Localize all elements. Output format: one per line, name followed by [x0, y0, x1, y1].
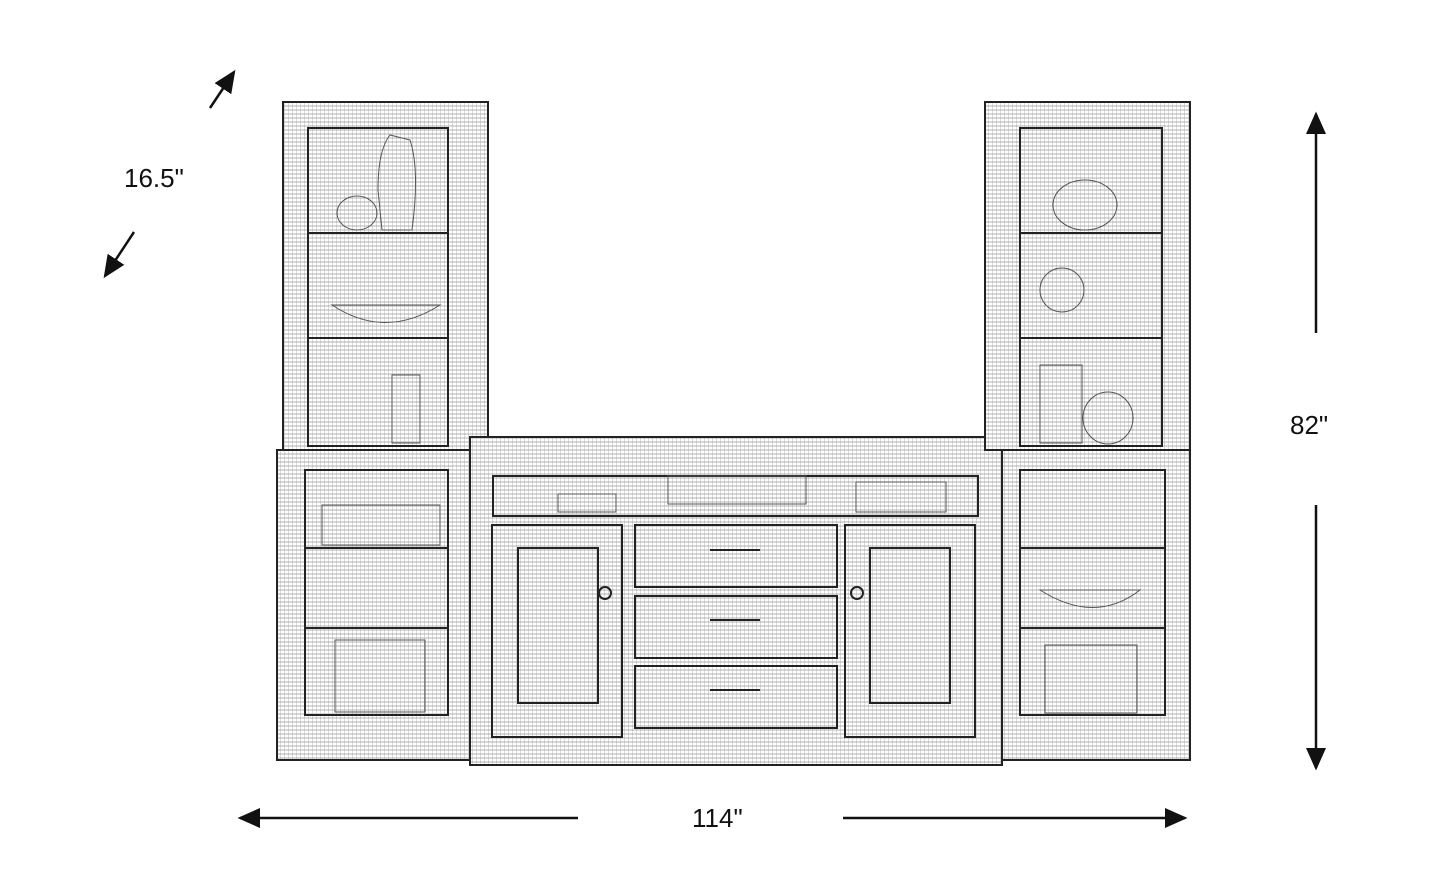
width-label: 114"	[692, 803, 743, 833]
height-label: 82"	[1290, 410, 1329, 440]
left-tower	[276, 101, 489, 761]
dimension-arrows	[103, 69, 1326, 828]
right-tower	[984, 101, 1191, 761]
depth-label: 16.5"	[124, 163, 184, 193]
center-console	[469, 436, 1003, 766]
